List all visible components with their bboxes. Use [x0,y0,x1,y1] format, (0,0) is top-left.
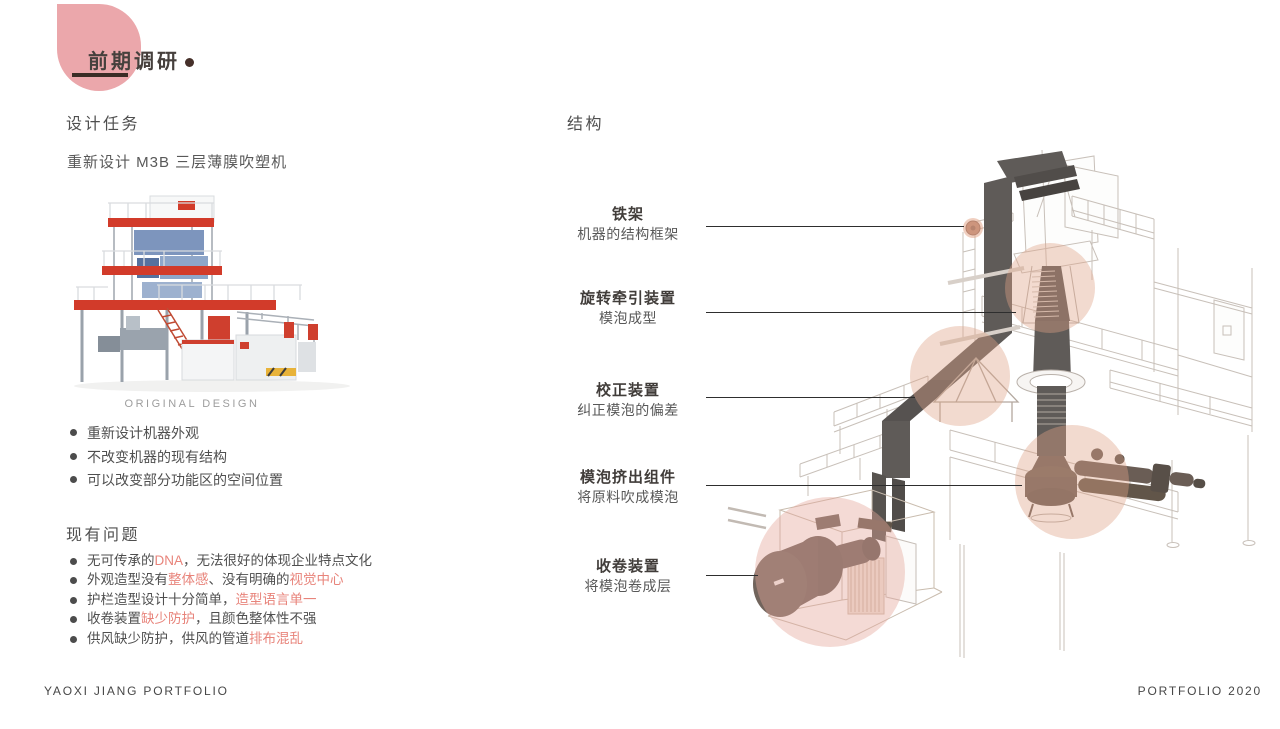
label-extruder: 模泡挤出组件 将原料吹成模泡 [553,468,703,507]
problem-item: 无可传承的DNA，无法很好的体现企业特点文化 [70,551,372,570]
highlight-circles [755,218,1129,647]
title-underline [72,73,128,77]
label-title: 模泡挤出组件 [579,469,676,486]
problem-highlight-text: DNA [154,553,184,568]
label-winder: 收卷装置 将模泡卷成层 [553,557,703,596]
leader-line-haul-off [706,312,1016,313]
design-task-description: 重新设计 M3B 三层薄膜吹塑机 [67,154,288,171]
requirement-item: 重新设计机器外观 [70,422,283,446]
leader-line-winder [706,575,758,576]
label-desc: 模泡成型 [599,310,657,326]
problem-highlight-text: 缺少防护 [141,611,195,627]
problem-item: 收卷装置缺少防护，且颜色整体性不强 [70,609,372,628]
leader-line-correction [706,397,915,398]
problem-highlight-text: 造型语言单一 [235,591,317,607]
highlight-extruder [1015,425,1129,539]
original-machine-image [74,195,350,392]
problem-text: 、没有明确的 [208,572,290,588]
problem-highlight-text: 排布混乱 [249,630,303,646]
page-title: 前期调研 [88,51,180,73]
problem-item: 护栏造型设计十分简单，造型语言单一 [70,590,372,609]
problem-text: 收卷装置 [87,611,141,627]
label-title: 收卷装置 [595,558,660,575]
highlight-winder [755,497,905,647]
label-correction: 校正装置 纠正模泡的偏差 [553,381,703,420]
problem-text: 护栏造型设计十分简单， [87,591,236,607]
label-desc: 将模泡卷成层 [584,578,672,594]
requirements-list: 重新设计机器外观 不改变机器的现有结构 可以改变部分功能区的空间位置 [70,422,283,493]
leader-line-extruder [706,485,1022,486]
label-title: 铁架 [611,206,644,223]
problem-text: 外观造型没有 [87,572,168,588]
film-path [872,151,1080,542]
label-title: 旋转牵引装置 [579,290,676,307]
design-task-heading: 设计任务 [66,116,141,133]
highlight-frame [963,218,983,238]
extruder-assembly [1025,448,1206,523]
problem-text: ，且颜色整体性不强 [195,611,317,627]
label-title: 校正装置 [595,382,660,399]
label-desc: 纠正模泡的偏差 [577,402,679,418]
problems-list: 无可传承的DNA，无法很好的体现企业特点文化外观造型没有整体感、没有明确的视觉中… [70,551,372,648]
footer-right: PORTFOLIO 2020 [1137,684,1262,698]
title-dot [185,58,194,67]
label-desc: 机器的结构框架 [577,226,679,242]
requirement-item: 可以改变部分功能区的空间位置 [70,469,283,493]
structure-diagram [727,149,1256,658]
problems-heading: 现有问题 [66,527,141,544]
highlight-correction [910,326,1010,426]
requirement-item: 不改变机器的现有结构 [70,446,283,470]
structure-heading: 结构 [567,116,605,133]
label-frame: 铁架 机器的结构框架 [553,205,703,244]
problem-text: 供风缺少防护，供风的管道 [87,630,249,646]
red-deck-top [108,218,214,227]
problem-highlight-text: 整体感 [168,572,209,588]
original-design-caption: ORIGINAL DESIGN [124,398,260,410]
film-roll [753,536,843,617]
problem-item: 外观造型没有整体感、没有明确的视觉中心 [70,570,372,589]
label-haul-off: 旋转牵引装置 模泡成型 [553,289,703,328]
highlight-haul-off [1005,243,1095,333]
problem-highlight-text: 视觉中心 [289,572,344,588]
problem-text: ，无法很好的体现企业特点文化 [183,553,373,568]
problem-text: 无可传承的 [87,553,155,568]
problem-item: 供风缺少防护，供风的管道排布混乱 [70,629,372,648]
leader-line-frame [706,226,964,227]
footer-left: YAOXI JIANG PORTFOLIO [44,684,229,698]
correction-truss [932,357,1020,422]
label-desc: 将原料吹成模泡 [577,489,679,505]
